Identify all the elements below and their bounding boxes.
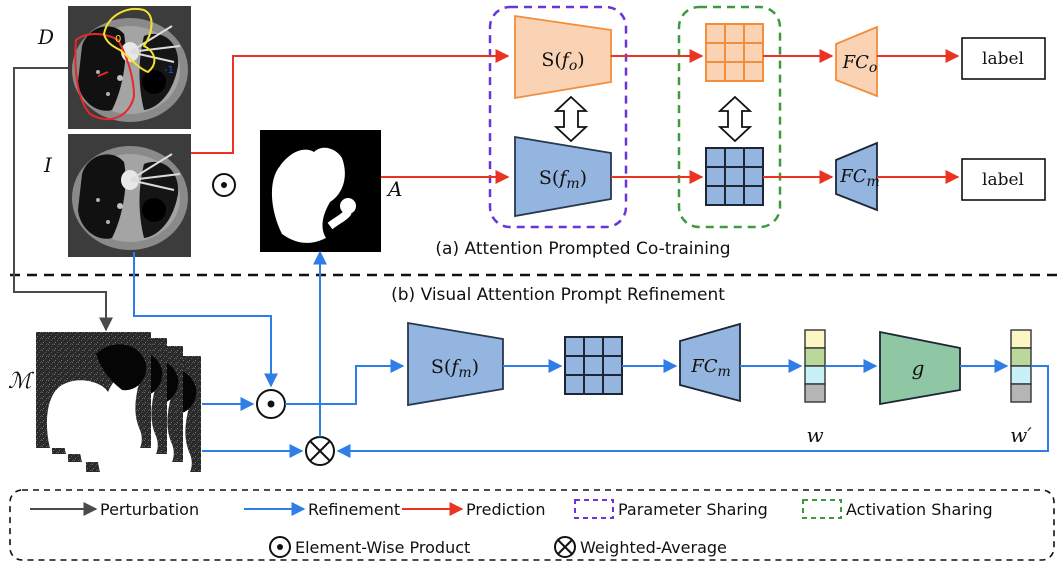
label-m: ℳ: [8, 369, 35, 394]
fc-o-sub: o: [869, 60, 877, 76]
contour-label-zero: 0: [115, 34, 121, 45]
label-box-top: [961, 37, 1046, 80]
network-g: g: [879, 330, 961, 406]
legend-weighted-average: Weighted-Average: [554, 536, 727, 558]
parameter-sharing-box: [488, 5, 628, 229]
svg-text:S(fo): S(fo): [541, 49, 584, 74]
refinement-arrows: [133, 250, 1049, 458]
weight-vector-w: [804, 329, 826, 403]
network-g-label: g: [912, 356, 925, 380]
attention-map-a: [260, 130, 381, 252]
legend-parameter-sharing-text: Parameter Sharing: [618, 500, 768, 519]
caption-b: (b) Visual Attention Prompt Refinement: [391, 285, 725, 305]
grid-icon: [564, 336, 623, 395]
double-arrow-icon: [717, 95, 753, 143]
legend-weighted-average-text: Weighted-Average: [580, 538, 727, 557]
svg-text:S(fm): S(fm): [539, 167, 587, 192]
fc-m-label: FC: [839, 166, 866, 187]
encoder-fo-sub: o: [569, 58, 577, 74]
legend-activation-sharing-text: Activation Sharing: [846, 500, 993, 519]
encoder-fm-f: f: [557, 167, 569, 189]
legend-refinement: Refinement: [244, 500, 400, 519]
encoder-fm-s: S(: [539, 167, 559, 189]
double-arrow-icon: [553, 95, 589, 143]
contour-label-minus-one: -1: [164, 65, 174, 76]
label-w-prime: w′: [1010, 423, 1032, 447]
legend-refinement-text: Refinement: [308, 500, 400, 519]
legend-element-wise-product-text: Element-Wise Product: [295, 538, 470, 557]
caption-a: (a) Attention Prompted Co-training: [435, 239, 730, 259]
encoder-fo: S(fo): [514, 14, 612, 100]
prediction-arrows: [191, 49, 960, 184]
svg-text:S(fm): S(fm): [431, 356, 479, 381]
fc-o: FCo: [835, 25, 878, 98]
fc-m: FCm: [835, 141, 880, 212]
label-a: A: [386, 177, 402, 201]
legend-perturbation-text: Perturbation: [100, 500, 199, 519]
label-bottom-text: label: [982, 170, 1024, 190]
grid-icon: [705, 23, 764, 82]
encoder-fo-s: S(: [541, 49, 561, 71]
fc-b-sub: m: [717, 364, 730, 380]
fc-b-label: FC: [690, 356, 717, 377]
element-wise-product-icon: [212, 173, 236, 197]
legend-activation-sharing: Activation Sharing: [802, 499, 993, 519]
label-w: w: [806, 423, 823, 447]
legend-parameter-sharing: Parameter Sharing: [574, 499, 768, 519]
legend-prediction: Prediction: [402, 500, 545, 519]
encoder-b-sub: m: [458, 365, 471, 381]
weight-vector-w-prime: [1010, 329, 1032, 403]
label-d: D: [37, 25, 54, 49]
encoder-fm-sub: m: [566, 176, 579, 192]
legend-element-wise-product: Element-Wise Product: [269, 536, 470, 558]
legend-perturbation: Perturbation: [30, 500, 199, 519]
grid-icon: [705, 147, 764, 206]
label-i: I: [43, 153, 53, 177]
perturbation-arrow: [13, 67, 113, 332]
encoder-fo-f: f: [560, 49, 572, 71]
activation-sharing-box: [677, 5, 782, 229]
encoder-fo-close: ): [577, 49, 584, 71]
legend-prediction-text: Prediction: [466, 500, 545, 519]
element-wise-product-icon: [256, 389, 286, 419]
weighted-average-icon: [305, 436, 335, 466]
encoder-fm-b: S(fm): [407, 321, 504, 407]
encoder-fm-close: ): [580, 167, 587, 189]
fc-m-b: FCm: [679, 322, 741, 403]
ct-image-i: [67, 133, 192, 258]
fc-o-label: FC: [842, 52, 869, 73]
encoder-b-f: f: [449, 356, 461, 378]
label-top-text: label: [982, 49, 1024, 69]
mask-stack: [36, 332, 201, 472]
ct-image-d: 0 -1: [67, 5, 192, 130]
fc-m-sub: m: [866, 174, 879, 190]
svg-text:FCo: FCo: [842, 52, 878, 76]
encoder-b-close: ): [472, 356, 479, 378]
encoder-b-s: S(: [431, 356, 451, 378]
svg-text:FCm: FCm: [690, 356, 731, 380]
label-box-bottom: [961, 158, 1046, 201]
encoder-fm: S(fm): [514, 135, 612, 218]
svg-text:FCm: FCm: [839, 166, 880, 190]
